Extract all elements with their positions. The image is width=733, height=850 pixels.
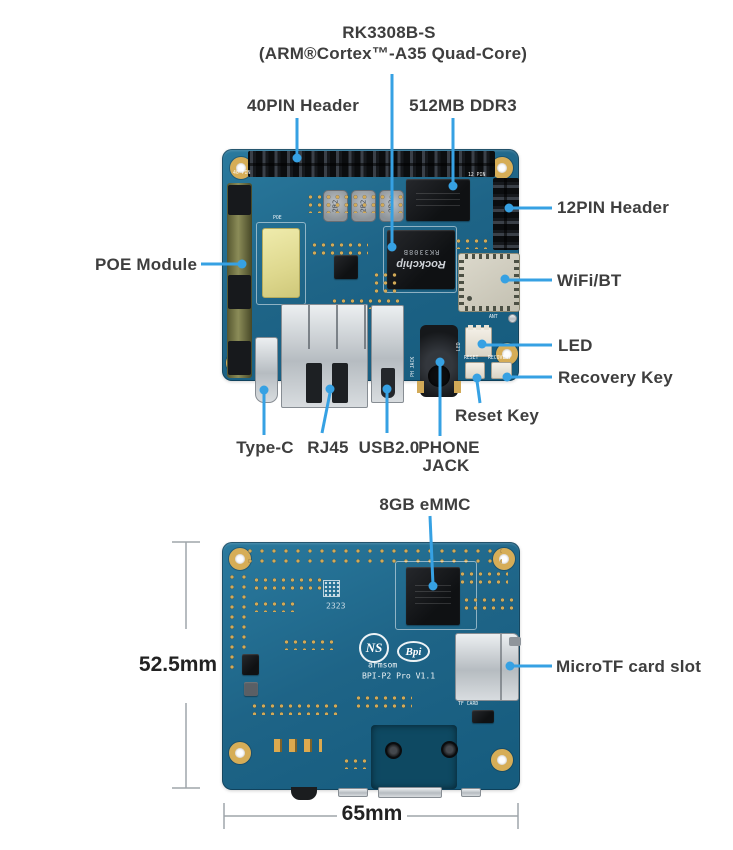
label-recovery-key: Recovery Key [558, 368, 673, 387]
smd-pads [306, 193, 406, 213]
through-hole-post [441, 741, 458, 758]
rj45-slot [332, 363, 348, 403]
silkscreen-poe: POE [273, 215, 282, 221]
silkscreen-phone-jack: PH JACK [410, 356, 416, 377]
label-phone: PHONE [418, 438, 480, 457]
board-front: 40 PIN 12 PIN 2R2 2R2 2R2 Rockchip RK330… [222, 149, 520, 408]
silkscreen-40pin: 40 PIN [233, 170, 251, 176]
label-512mb-ddr3: 512MB DDR3 [409, 96, 517, 115]
mounting-hole [491, 749, 513, 771]
phone-jack-overhang [291, 787, 317, 800]
connector-overhang [378, 787, 442, 798]
label-usb20: USB2.0 [358, 438, 420, 457]
capacitor-bank [274, 739, 322, 752]
armsom-logo: NS [359, 633, 389, 663]
label-reset-key: Reset Key [455, 406, 540, 425]
poe-transformer [262, 228, 300, 298]
smd-ic [472, 710, 494, 723]
ddr3-chip [406, 179, 470, 221]
side-through-holes [226, 572, 247, 672]
emmc-chip [406, 567, 460, 625]
label-8gb-emmc: 8GB eMMC [379, 495, 471, 514]
led-component [465, 325, 492, 357]
bpi-logo: Bpi [397, 641, 430, 662]
usb2-port [371, 305, 404, 403]
board-back: TF CARD NS Bpi armsom BPI-P2 Pro V1.1 23… [222, 542, 521, 800]
smd-pads [252, 600, 296, 612]
silkscreen-recovery: RECOVERY [488, 355, 512, 361]
silkscreen-ant: ANT [489, 314, 498, 320]
40pin-header [248, 151, 495, 177]
dimension-height-label: 52.5mm [138, 653, 218, 676]
antenna-connector [508, 314, 517, 323]
label-12pin-header: 12PIN Header [557, 198, 670, 217]
label-microtf-card-slot: MicroTF card slot [556, 657, 702, 676]
smd-pads [310, 241, 368, 255]
smd-pads [282, 638, 334, 650]
rj45-port [281, 304, 368, 408]
label-40pin-header: 40PIN Header [246, 96, 360, 115]
smd-pads [372, 271, 400, 295]
smd-ic [244, 682, 258, 696]
wifi-bt-module [458, 253, 520, 312]
soc-silkscreen-outline [383, 226, 457, 293]
silkscreen-armsom: armsom [368, 661, 398, 670]
connector-overhang [461, 788, 481, 797]
smd-pads [458, 570, 508, 584]
silkscreen-model: BPI-P2 Pro V1.1 [362, 672, 436, 681]
silkscreen-tf-card: TF CARD [458, 701, 479, 707]
pmic-chip [334, 255, 358, 279]
microtf-card-slot [455, 633, 521, 701]
usb-type-c-port [255, 337, 278, 403]
through-hole-post [385, 742, 402, 759]
label-led: LED [558, 336, 593, 355]
label-rj45: RJ45 [307, 438, 349, 457]
connector-overhang [338, 788, 368, 797]
label-soc-line1: RK3308B-S [342, 23, 436, 42]
recovery-button [491, 362, 512, 379]
smd-ic [242, 654, 259, 675]
emmc-silkscreen-outline [395, 561, 477, 630]
phone-jack [417, 325, 461, 397]
silkscreen-led: LED [456, 342, 462, 351]
label-poe-module: POE Module [95, 255, 198, 274]
smd-pads [250, 702, 342, 715]
smd-pads [354, 694, 412, 708]
label-type-c: Type-C [236, 438, 294, 457]
rj45-slot [306, 363, 322, 403]
silkscreen-reset: RESET [464, 355, 479, 361]
mounting-hole [229, 742, 251, 764]
poe-daughterboard [227, 183, 252, 378]
label-jack: JACK [422, 456, 470, 475]
qr-matrix-mark [323, 580, 340, 597]
dimension-width-label: 65mm [341, 802, 403, 825]
reset-button [465, 362, 485, 379]
silkscreen-12pin: 12 PIN [468, 172, 486, 178]
12pin-header [493, 178, 519, 250]
label-soc-line2: (ARM®Cortex™-A35 Quad-Core) [258, 44, 528, 63]
smd-pads [454, 237, 488, 249]
label-wifi-bt: WiFi/BT [557, 271, 622, 290]
smd-pads [462, 596, 516, 614]
connector-keepout-area [371, 725, 458, 789]
silkscreen-date-code: 2323 [326, 602, 346, 611]
smd-pads [252, 576, 324, 592]
